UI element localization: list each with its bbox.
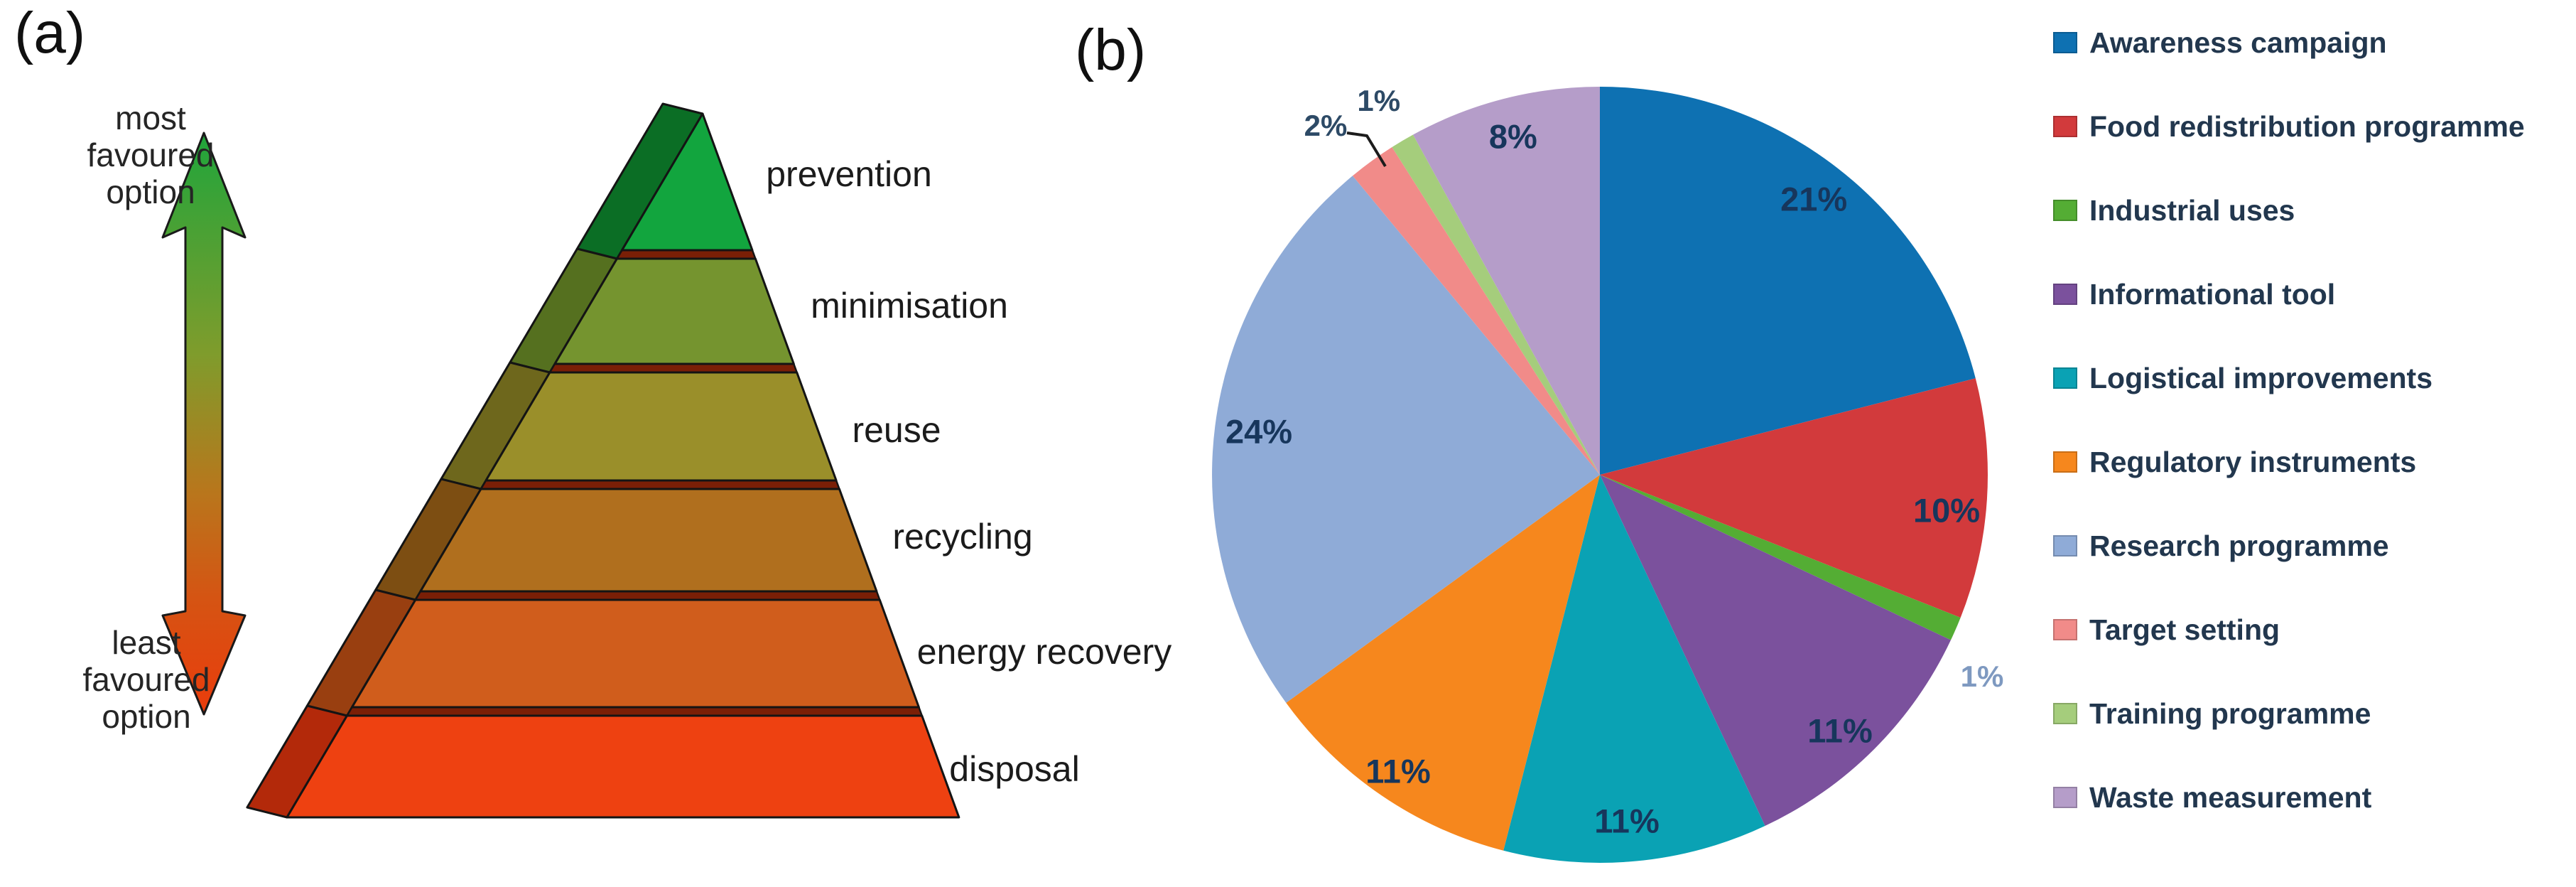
legend-item-target-setting: Target setting (2053, 613, 2280, 647)
pyramid-tier-label-energy-recovery: energy recovery (916, 632, 1172, 672)
pie-pct-label-food-redistribution-programme: 10% (1912, 491, 1981, 529)
legend-swatch (2053, 367, 2077, 389)
legend-swatch (2053, 284, 2077, 305)
pyramid-separator (345, 706, 924, 717)
legend-swatch (2053, 32, 2077, 53)
pyramid-separator (479, 479, 841, 490)
caption-line: most (115, 100, 186, 136)
favourability-arrow (161, 131, 247, 716)
panel-a-letter: (a) (14, 1, 86, 65)
pyramid-tier-minimisation (553, 257, 795, 365)
pie-pct-label-waste-measurement: 8% (1488, 117, 1537, 156)
legend-item-waste-measurement: Waste measurement (2053, 780, 2371, 815)
pie-slice-food-redistribution-programme (1600, 378, 1988, 618)
pie-pct-label-logistical-improvements: 11% (1594, 802, 1660, 840)
pie-pct-label-informational-tool: 11% (1807, 711, 1873, 750)
legend-item-food-redistribution-programme: Food redistribution programme (2053, 109, 2525, 144)
panel-b-letter: (b) (1075, 18, 1147, 82)
legend-label: Food redistribution programme (2089, 109, 2525, 143)
legend-label: Regulatory instruments (2089, 445, 2417, 478)
pyramid-tier-label-prevention: prevention (766, 154, 932, 194)
legend-item-industrial-uses: Industrial uses (2053, 193, 2295, 227)
pie-leader-line (1346, 131, 1387, 168)
pie-pct-label-awareness-campaign: 21% (1780, 180, 1848, 218)
legend-item-research-programme: Research programme (2053, 529, 2389, 563)
caption-line: favoured (87, 136, 215, 173)
pyramid-separator (615, 249, 757, 260)
pie-slice-target-setting (1353, 147, 1600, 475)
legend-swatch (2053, 116, 2077, 137)
legend-item-training-programme: Training programme (2053, 697, 2371, 731)
legend-item-awareness-campaign: Awareness campaign (2053, 26, 2387, 60)
legend-swatch (2053, 200, 2077, 221)
pyramid-tier-recycling (419, 488, 878, 593)
pie-slice-industrial-uses (1600, 475, 1961, 640)
pie-slice-logistical-improvements (1503, 475, 1765, 863)
legend-label: Awareness campaign (2089, 26, 2387, 59)
least-favoured-caption: least favoured option (33, 624, 260, 735)
pie-pct-label-regulatory-instruments: 11% (1365, 752, 1431, 790)
legend-swatch (2053, 619, 2077, 640)
pyramid-separator (548, 362, 799, 374)
pie-pct-label-industrial-uses: 1% (1960, 660, 2004, 693)
legend-label: Waste measurement (2089, 780, 2372, 814)
caption-line: least (112, 624, 181, 661)
waste-hierarchy-pyramid (246, 102, 960, 819)
legend-item-regulatory-instruments: Regulatory instruments (2053, 445, 2416, 479)
pyramid-tier-disposal (286, 714, 960, 819)
legend-label: Logistical improvements (2089, 361, 2433, 394)
legend-swatch (2053, 451, 2077, 473)
legend-swatch (2053, 787, 2077, 808)
legend-label: Industrial uses (2089, 193, 2295, 227)
pyramid-tier-energy-recovery (351, 598, 920, 709)
legend-label: Training programme (2089, 697, 2371, 730)
legend-item-logistical-improvements: Logistical improvements (2053, 361, 2432, 395)
pyramid-tier-label-minimisation: minimisation (811, 286, 1008, 326)
legend-label: Research programme (2089, 529, 2389, 562)
pyramid-tier-label-recycling: recycling (892, 517, 1033, 557)
pie-pct-label-research-programme: 24% (1225, 412, 1293, 451)
legend-swatch (2053, 703, 2077, 724)
pie-chart (1212, 87, 1988, 863)
caption-line: option (102, 698, 191, 735)
pyramid-tier-label-disposal: disposal (949, 749, 1080, 789)
pie-slice-research-programme (1212, 176, 1600, 703)
pie-slice-waste-measurement (1413, 87, 1600, 475)
caption-line: option (106, 173, 195, 210)
legend-swatch (2053, 535, 2077, 557)
most-favoured-caption: most favoured option (37, 100, 264, 210)
caption-line: favoured (82, 661, 210, 698)
pie-pct-label-target-setting: 2% (1304, 109, 1348, 142)
pyramid-tier-reuse (485, 371, 838, 482)
pie-slice-informational-tool (1600, 475, 1951, 826)
pie-pct-label-training-programme: 1% (1357, 83, 1401, 117)
legend-item-informational-tool: Informational tool (2053, 277, 2335, 311)
legend-label: Target setting (2089, 613, 2280, 646)
pyramid-separator (413, 590, 882, 601)
pyramid-tier-label-reuse: reuse (852, 410, 941, 450)
pie-slice-awareness-campaign (1600, 87, 1976, 475)
legend-label: Informational tool (2089, 277, 2336, 311)
pyramid-tier-prevention (621, 112, 754, 252)
pie-slice-training-programme (1392, 134, 1600, 475)
pie-slice-regulatory-instruments (1286, 475, 1600, 851)
